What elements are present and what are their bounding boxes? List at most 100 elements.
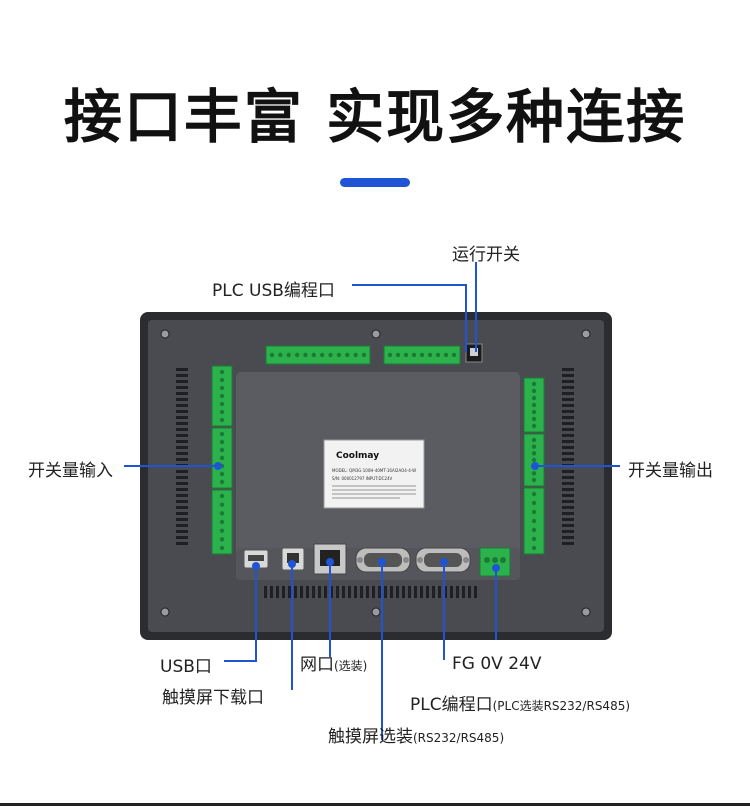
vent-slot xyxy=(176,470,188,473)
vent-slot xyxy=(176,518,188,521)
plc-programming-port-note: (PLC选装RS232/RS485) xyxy=(492,699,631,713)
vent-slot xyxy=(176,392,188,395)
switch-input-label: 开关量输入 xyxy=(28,461,113,481)
vent-slot xyxy=(176,542,188,545)
vent-slot xyxy=(562,374,574,377)
vent-slot xyxy=(176,416,188,419)
vent-slot xyxy=(176,512,188,515)
vent-slot xyxy=(562,422,574,425)
vent-slot xyxy=(176,446,188,449)
vent-slot xyxy=(372,586,375,598)
vent-slot xyxy=(474,586,477,598)
vent-slot xyxy=(176,410,188,413)
network-port-label: 网口(选装) xyxy=(300,650,367,675)
touchscreen-optional-label: 触摸屏选装(RS232/RS485) xyxy=(328,722,504,747)
switch-output-label: 开关量输出 xyxy=(628,461,713,481)
vent-slot xyxy=(176,386,188,389)
plate-line-2: S/N: 000012797 INPUT:DC24V xyxy=(332,476,393,481)
vent-slot xyxy=(176,536,188,539)
vent-slot xyxy=(294,586,297,598)
vent-slot xyxy=(420,586,423,598)
vent-slot xyxy=(384,586,387,598)
vent-slot xyxy=(176,404,188,407)
vent-slot xyxy=(562,536,574,539)
screw-icon xyxy=(581,329,591,339)
network-port-note: (选装) xyxy=(334,659,368,673)
vent-slot xyxy=(360,586,363,598)
vent-slot xyxy=(176,380,188,383)
fg-power-label: FG 0V 24V xyxy=(452,654,542,674)
vent-slot xyxy=(408,586,411,598)
vent-slot xyxy=(450,586,453,598)
vent-slot xyxy=(288,586,291,598)
vent-slot xyxy=(176,398,188,401)
bottom-vent-slots xyxy=(264,586,477,598)
vent-slot xyxy=(276,586,279,598)
vent-slot xyxy=(562,434,574,437)
screw-icon xyxy=(581,607,591,617)
vent-slot xyxy=(176,440,188,443)
touchscreen-optional-note: (RS232/RS485) xyxy=(413,731,505,745)
plc-programming-port-label: PLC编程口(PLC选装RS232/RS485) xyxy=(410,690,630,715)
label-plate xyxy=(323,439,425,509)
vent-slot xyxy=(562,488,574,491)
accent-bar xyxy=(340,178,410,187)
vent-slot xyxy=(426,586,429,598)
vent-slot xyxy=(176,452,188,455)
vent-slot xyxy=(176,500,188,503)
vent-slot xyxy=(562,518,574,521)
screw-icon xyxy=(160,329,170,339)
vent-slot xyxy=(366,586,369,598)
vent-slot xyxy=(562,410,574,413)
vent-slot xyxy=(562,404,574,407)
vent-slot xyxy=(562,476,574,479)
terminal-blocks xyxy=(211,345,545,555)
vent-slot xyxy=(562,446,574,449)
plc-usb-port-label: PLC USB编程口 xyxy=(212,281,335,301)
vent-slot xyxy=(562,416,574,419)
vent-slot xyxy=(176,428,188,431)
vent-slot xyxy=(176,434,188,437)
vent-slot xyxy=(562,524,574,527)
network-port-text: 网口 xyxy=(300,655,334,675)
vent-slot xyxy=(342,586,345,598)
vent-slot xyxy=(176,488,188,491)
vent-slot xyxy=(562,386,574,389)
vent-slot xyxy=(402,586,405,598)
vent-slot xyxy=(562,440,574,443)
usb-port-label: USB口 xyxy=(160,657,212,677)
vent-slot xyxy=(432,586,435,598)
vent-slot xyxy=(176,530,188,533)
vent-slot xyxy=(562,500,574,503)
vent-slot xyxy=(468,586,471,598)
vent-slot xyxy=(176,368,188,371)
vent-slot xyxy=(348,586,351,598)
vent-slot xyxy=(562,392,574,395)
screw-icon xyxy=(160,607,170,617)
vent-slot xyxy=(354,586,357,598)
vent-slot xyxy=(176,494,188,497)
vent-slot xyxy=(270,586,273,598)
terminal-block xyxy=(265,345,371,365)
vent-slot xyxy=(562,380,574,383)
vent-slot xyxy=(444,586,447,598)
plate-line-1: MODEL: QM3G-100H-40MT-16AI2AO4-4-W xyxy=(332,468,416,473)
vent-slot xyxy=(176,506,188,509)
vent-slot xyxy=(176,458,188,461)
vent-slot xyxy=(312,586,315,598)
vent-slot xyxy=(562,482,574,485)
vent-slot xyxy=(390,586,393,598)
vent-slot xyxy=(318,586,321,598)
vent-slot xyxy=(176,374,188,377)
bottom-rule xyxy=(0,803,750,806)
screw-icon xyxy=(371,329,381,339)
vent-slot xyxy=(562,494,574,497)
vent-slot xyxy=(562,452,574,455)
screw-icon xyxy=(371,607,381,617)
vent-slot xyxy=(324,586,327,598)
vent-slot xyxy=(282,586,285,598)
vent-slot xyxy=(176,524,188,527)
touchscreen-optional-text: 触摸屏选装 xyxy=(328,727,413,747)
run-switch-label: 运行开关 xyxy=(452,245,520,265)
